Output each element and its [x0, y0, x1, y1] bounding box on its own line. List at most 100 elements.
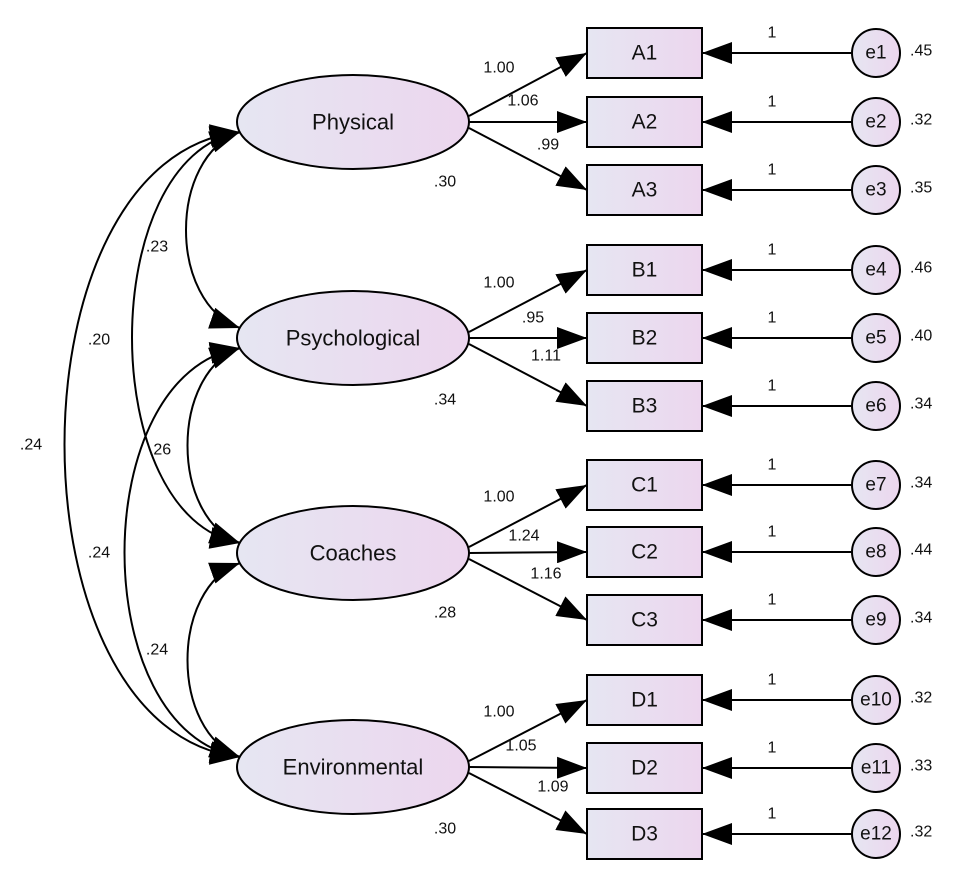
covariance-value: .26 — [149, 442, 171, 459]
indicator-box — [586, 380, 703, 432]
loading-value: .99 — [537, 137, 559, 154]
loading-value: 1.00 — [483, 60, 514, 77]
factor-ellipse — [236, 505, 470, 601]
indicator-label: C1 — [631, 474, 658, 497]
error-circle — [851, 527, 901, 577]
indicator-box — [586, 164, 703, 216]
factor-variance-value: .28 — [434, 605, 456, 622]
error-circle — [851, 595, 901, 645]
loading-arrow — [468, 558, 588, 621]
indicator-label: A3 — [632, 179, 658, 202]
error-label: e1 — [865, 43, 886, 64]
loading-value: 1.16 — [530, 566, 561, 583]
error-label: e7 — [865, 475, 886, 496]
error-path-fixed-value: 1 — [768, 94, 777, 111]
factor-ellipse — [236, 74, 470, 170]
covariance-arc — [186, 562, 241, 758]
indicator-box — [586, 312, 703, 364]
error-circle — [851, 165, 901, 215]
loading-value: 1.06 — [507, 93, 538, 110]
loading-value: 1.00 — [483, 489, 514, 506]
loading-value: 1.00 — [483, 704, 514, 721]
loading-value: 1.00 — [483, 275, 514, 292]
loading-arrow — [468, 127, 588, 191]
loading-arrow — [468, 772, 588, 835]
covariance-value: .24 — [88, 545, 110, 562]
loading-arrow — [468, 269, 588, 333]
error-path-fixed-value: 1 — [768, 457, 777, 474]
factor-ellipse — [236, 719, 470, 815]
error-path-fixed-value: 1 — [768, 524, 777, 541]
factor-label: Environmental — [283, 755, 424, 780]
error-path-fixed-value: 1 — [768, 672, 777, 689]
loading-value: .95 — [522, 310, 544, 327]
indicator-label: C2 — [631, 541, 658, 564]
error-label: e5 — [865, 328, 886, 349]
error-label: e3 — [865, 180, 886, 201]
indicator-box — [586, 594, 703, 646]
covariance-value: .24 — [20, 437, 42, 454]
error-path-fixed-value: 1 — [768, 806, 777, 823]
indicator-label: D1 — [631, 689, 658, 712]
error-variance-value: .32 — [910, 824, 932, 841]
factor-variance-value: .30 — [434, 174, 456, 191]
loading-arrow — [468, 343, 588, 407]
node-layer — [236, 27, 901, 860]
loading-arrow — [468, 484, 588, 548]
error-variance-value: .35 — [910, 180, 932, 197]
indicator-label: A1 — [632, 42, 658, 65]
error-variance-value: .46 — [910, 260, 932, 277]
loading-value: 1.05 — [505, 738, 536, 755]
error-circle — [851, 743, 901, 793]
indicator-box — [586, 674, 703, 726]
error-label: e12 — [860, 824, 892, 845]
error-circle — [851, 97, 901, 147]
error-variance-value: .34 — [910, 396, 932, 413]
indicator-box — [586, 96, 703, 148]
factor-label: Physical — [312, 110, 394, 135]
indicator-label: B1 — [632, 259, 658, 282]
factor-variance-value: .34 — [434, 392, 456, 409]
covariance-value: .20 — [88, 332, 110, 349]
error-path-fixed-value: 1 — [768, 740, 777, 757]
covariance-arc — [185, 131, 241, 329]
error-label: e9 — [865, 610, 886, 631]
error-variance-value: .44 — [910, 542, 932, 559]
indicator-label: D3 — [631, 823, 658, 846]
covariance-arc — [123, 342, 241, 763]
covariance-arc — [63, 124, 241, 765]
loading-arrow — [468, 699, 588, 762]
error-variance-value: .33 — [910, 758, 932, 775]
indicator-box — [586, 27, 703, 79]
indicator-label: D2 — [631, 757, 658, 780]
loading-layer — [468, 42, 852, 845]
error-path-fixed-value: 1 — [768, 242, 777, 259]
error-label: e6 — [865, 396, 886, 417]
indicator-box — [586, 808, 703, 860]
error-path-fixed-value: 1 — [768, 592, 777, 609]
error-path-fixed-value: 1 — [768, 310, 777, 327]
indicator-box — [586, 244, 703, 296]
error-circle — [851, 460, 901, 510]
factor-variance-value: .30 — [434, 821, 456, 838]
indicator-label: B2 — [632, 327, 658, 350]
loading-arrow — [468, 52, 588, 117]
indicator-label: C3 — [631, 609, 658, 632]
error-label: e4 — [865, 260, 887, 281]
error-label: e10 — [860, 690, 892, 711]
error-variance-value: .40 — [910, 328, 932, 345]
factor-label: Psychological — [286, 326, 421, 351]
error-circle — [851, 809, 901, 859]
indicator-box — [586, 459, 703, 511]
error-variance-value: .34 — [910, 475, 932, 492]
covariance-value: .23 — [146, 239, 168, 256]
indicator-label: B3 — [632, 395, 658, 418]
error-label: e11 — [861, 758, 891, 779]
covariance-layer — [63, 124, 241, 765]
factor-ellipse — [236, 290, 470, 386]
loading-arrow — [468, 756, 588, 779]
error-variance-value: .32 — [910, 112, 932, 129]
factor-label: Coaches — [310, 541, 397, 566]
